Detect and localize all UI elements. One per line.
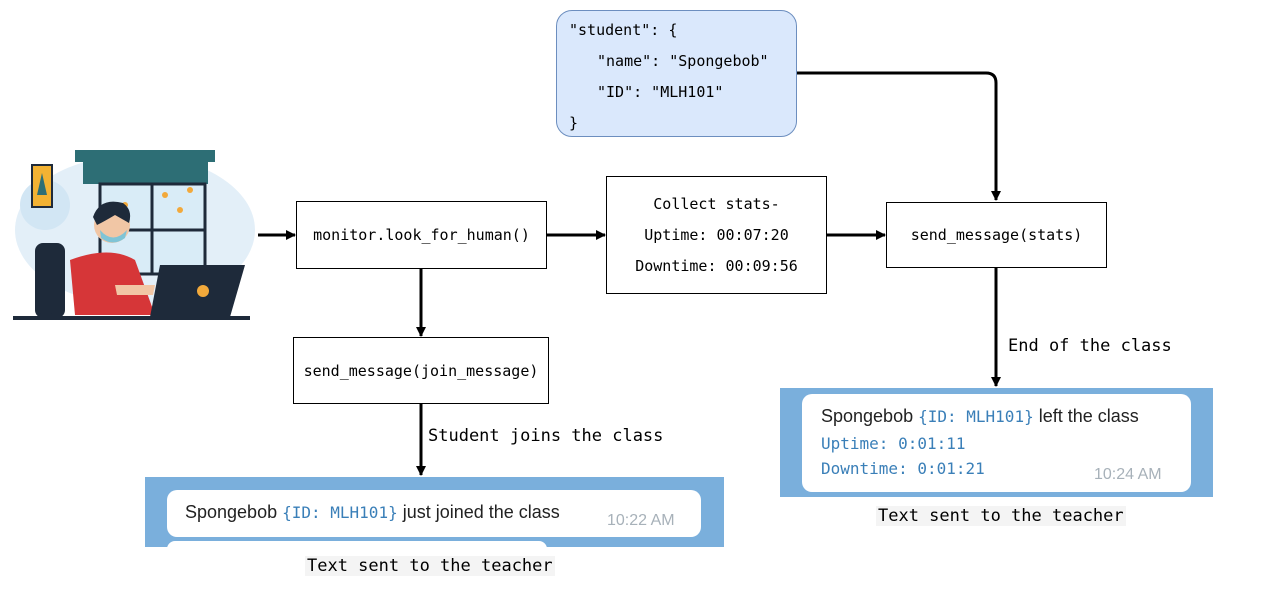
join-message-time: 10:22 AM — [607, 512, 675, 529]
json-close-line: } — [569, 114, 579, 132]
join-action-text: just joined the class — [402, 502, 560, 522]
left-message-line1: Spongebob {ID: MLH101} left the class — [821, 406, 1139, 427]
student-laptop-illustration — [13, 150, 255, 320]
collect-stats-title: Collect stats- — [653, 194, 780, 213]
left-message-downtime: Downtime: 0:01:21 — [821, 459, 985, 478]
left-message-bubble: Spongebob {ID: MLH101} left the class Up… — [802, 394, 1191, 492]
send-stats-box: send_message(stats) — [886, 202, 1107, 268]
left-message-time: 10:24 AM — [1094, 466, 1162, 483]
json-open-line: "student": { — [569, 21, 678, 39]
student-json-box: "student": { "name": "Spongebob" "ID": "… — [556, 10, 797, 137]
join-chat-panel: Spongebob {ID: MLH101} just joined the c… — [145, 477, 724, 553]
left-message-uptime: Uptime: 0:01:11 — [821, 434, 966, 453]
arrow-json-to-send-stats — [797, 71, 1001, 201]
send-join-box: send_message(join_message) — [293, 337, 549, 404]
join-student-name: Spongebob — [185, 502, 278, 522]
join-student-id: {ID: MLH101} — [282, 503, 398, 522]
monitor-box: monitor.look_for_human() — [296, 201, 547, 269]
join-message-bubble: Spongebob {ID: MLH101} just joined the c… — [167, 490, 701, 537]
collect-stats-box: Collect stats- Uptime: 00:07:20 Downtime… — [606, 176, 827, 294]
json-id-line: "ID": "MLH101" — [597, 83, 724, 101]
left-chat-panel: Spongebob {ID: MLH101} left the class Up… — [780, 388, 1213, 497]
join-caption: Text sent to the teacher — [305, 556, 555, 576]
left-action-text: left the class — [1038, 406, 1139, 426]
collect-downtime: Downtime: 00:09:56 — [635, 256, 798, 275]
edge-label-end: End of the class — [1008, 336, 1172, 356]
left-student-name: Spongebob — [821, 406, 914, 426]
edge-label-join: Student joins the class — [428, 426, 664, 446]
collect-uptime: Uptime: 00:07:20 — [644, 225, 789, 244]
left-caption: Text sent to the teacher — [876, 506, 1126, 526]
send-stats-label: send_message(stats) — [910, 226, 1083, 244]
json-name-line: "name": "Spongebob" — [597, 52, 769, 70]
monitor-label: monitor.look_for_human() — [313, 226, 530, 244]
join-message-text: Spongebob {ID: MLH101} just joined the c… — [185, 502, 560, 523]
left-student-id: {ID: MLH101} — [918, 407, 1034, 426]
send-join-label: send_message(join_message) — [303, 361, 539, 380]
next-message-bubble-partial — [167, 541, 547, 553]
